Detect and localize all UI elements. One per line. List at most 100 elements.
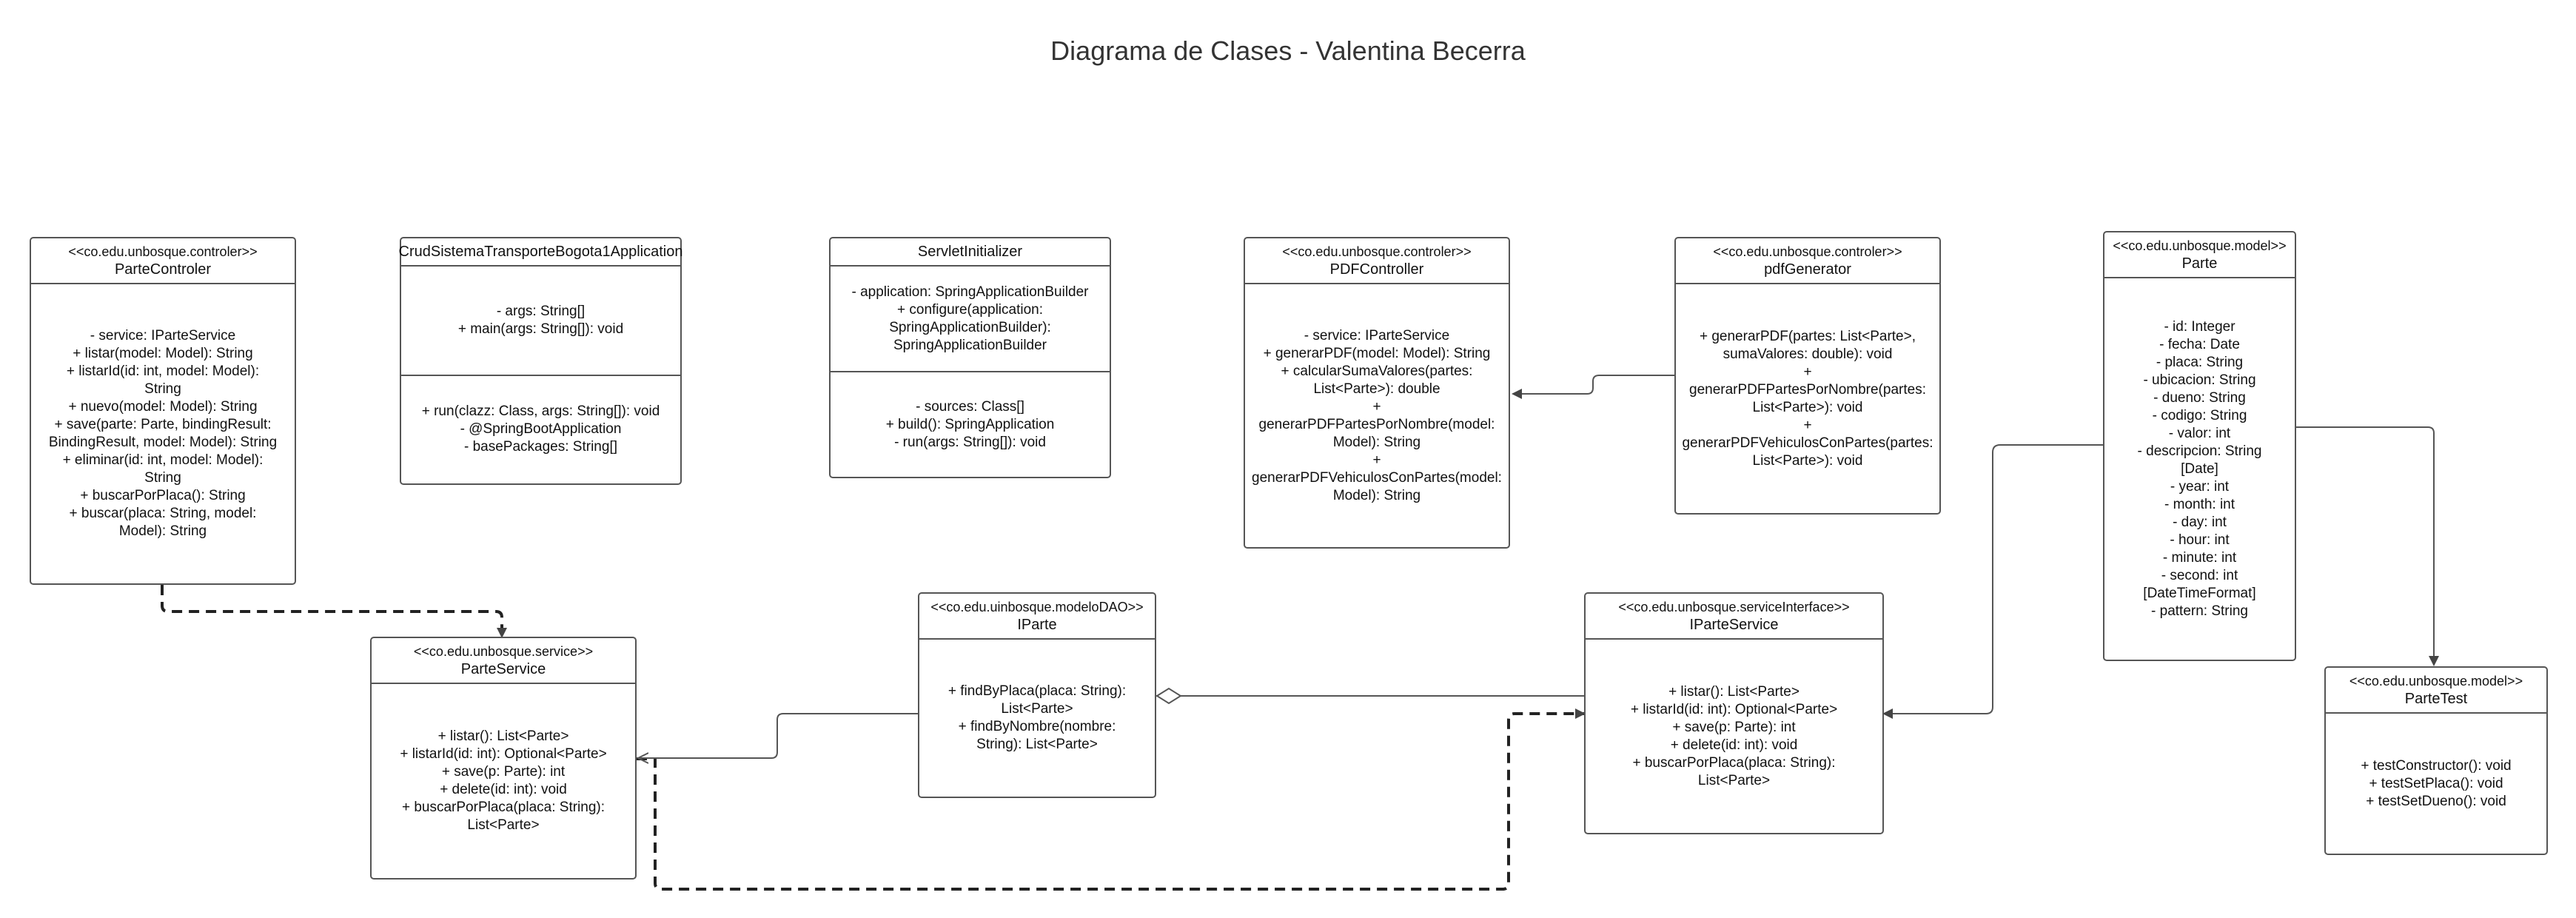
- class-member: + buscarPorPlaca(placa: String): List<Pa…: [401, 800, 606, 833]
- class-member: [Date]: [2181, 460, 2218, 477]
- class-pdf-generator[interactable]: <<co.edu.unbosque.controler>> pdfGenerato…: [1674, 237, 1941, 515]
- class-member: + testSetPlaca(): void: [2369, 775, 2503, 791]
- class-section: - id: Integer- fecha: Date - placa: Strin…: [2104, 278, 2295, 660]
- class-parte-test[interactable]: <<co.edu.unbosque.model>> ParteTest + test…: [2324, 666, 2548, 855]
- class-name: ServletInitializer: [917, 244, 1023, 260]
- class-member: + listarId(id: int): Optional<Parte>: [1630, 701, 1838, 717]
- class-pdf-controller[interactable]: <<co.edu.unbosque.controler>> PDFControll…: [1244, 237, 1510, 549]
- class-member: - @SpringBootApplication: [460, 421, 622, 438]
- class-member: - fecha: Date: [2159, 336, 2240, 352]
- class-header: <<co.edu.unbosque.controler>> pdfGenerato…: [1676, 238, 1939, 284]
- class-member: - sources: Class[]: [916, 398, 1024, 415]
- class-iparte[interactable]: <<co.edu.uinbosque.modeloDAO>>IParte + fi…: [918, 592, 1156, 798]
- class-member: - hour: int: [2170, 532, 2230, 548]
- class-member: - month: int: [2164, 496, 2235, 512]
- class-member: + configure(application: SpringApplicati…: [889, 301, 1051, 353]
- class-stereotype: <<co.edu.unbosque.service>>: [413, 644, 594, 659]
- class-member: + buscarPorPlaca(): String: [80, 488, 246, 503]
- class-member: - id: Integer: [2164, 318, 2235, 335]
- class-name: CrudSistemaTransporteBogota1Application: [398, 244, 683, 260]
- class-section: + generarPDF(partes: List<Parte>, sumaVa…: [1676, 284, 1939, 513]
- class-member: + generarPDF(partes: List<Parte>, sumaVa…: [1699, 328, 1916, 362]
- class-parte[interactable]: <<co.edu.unbosque.model>> Parte - id: Inte…: [2103, 231, 2296, 661]
- class-member: + calcularSumaValores(partes: List<Parte…: [1281, 363, 1473, 397]
- class-name: PDFController: [1329, 261, 1424, 278]
- class-member: - pattern: String: [2151, 603, 2248, 619]
- class-stereotype: <<co.edu.uinbosque.modeloDAO>>: [930, 600, 1144, 614]
- diagram-title: Diagrama de Clases - Valentina Becerra: [1050, 36, 1526, 66]
- realization-service-to-interface: [637, 708, 1586, 891]
- class-member: - descripcion: String: [2137, 443, 2262, 459]
- class-name: IParteService: [1689, 617, 1779, 633]
- association-generator-to-controller: [1512, 375, 1674, 399]
- class-member: - args: String[]: [496, 303, 586, 319]
- class-member: + generarPDFPartesPorNombre(model: Model…: [1258, 398, 1495, 450]
- class-member: + findByNombre(nombre: String): List<Par…: [958, 719, 1116, 752]
- class-header: <<co.edu.unbosque.controler>> PDFControll…: [1245, 238, 1509, 284]
- class-header: ServletInitializer: [831, 238, 1110, 267]
- class-member: + nuevo(model: Model): String: [68, 399, 258, 415]
- class-member: + main(args: String[]): void: [457, 321, 624, 337]
- class-name: ParteControler: [114, 261, 212, 278]
- class-member: + generarPDFPartesPorNombre(partes: List…: [1689, 363, 1926, 415]
- class-servlet-initializer[interactable]: ServletInitializer - application: SpringA…: [829, 237, 1111, 478]
- class-member: + save(parte: Parte, bindingResult: Bind…: [48, 417, 278, 450]
- class-header: <<co.edu.unbosque.service>> ParteService: [372, 638, 635, 684]
- class-member: - placa: String: [2156, 354, 2244, 370]
- class-parte-controler[interactable]: <<co.edu.unbosque.controler>> ParteContro…: [30, 237, 296, 585]
- dependency-controller-to-service: [161, 585, 507, 638]
- class-member: + listar(): List<Parte>: [1668, 683, 1799, 700]
- class-stereotype: <<co.edu.unbosque.model>>: [2349, 674, 2523, 688]
- class-stereotype: <<co.edu.unbosque.controler>>: [1713, 244, 1902, 259]
- class-member: + testConstructor(): void: [2361, 757, 2512, 774]
- class-member: + eliminar(id: int, model: Model): Strin…: [62, 452, 264, 486]
- class-member: + generarPDF(model: Model): String: [1263, 345, 1491, 361]
- association-iparte-to-service: [638, 713, 918, 758]
- class-stereotype: <<co.edu.unbosque.controler>>: [68, 244, 258, 259]
- class-name: pdfGenerator: [1764, 261, 1851, 278]
- class-parte-service[interactable]: <<co.edu.unbosque.service>> ParteService +…: [370, 637, 637, 880]
- class-member: + listar(model: Model): String: [73, 346, 253, 361]
- class-section: + findByPlaca(placa: String): List<Parte…: [919, 640, 1155, 797]
- class-name: Parte: [2181, 255, 2218, 272]
- class-member: - application: SpringApplicationBuilder: [851, 284, 1089, 300]
- class-section: - sources: Class[]+ build(): SpringAppli…: [831, 371, 1110, 477]
- class-section: - service: IParteService + listar(model: …: [31, 284, 295, 583]
- class-member: - day: int: [2173, 514, 2227, 530]
- class-crud-application[interactable]: CrudSistemaTransporteBogota1Application -…: [398, 237, 683, 485]
- class-section: + listar(): List<Parte>+ listarId(id: in…: [1586, 640, 1882, 833]
- class-name: ParteService: [460, 661, 546, 677]
- class-member: + generarPDFVehiculosConPartes(model: Mo…: [1252, 452, 1502, 503]
- class-member: + save(p: Parte): int: [1672, 719, 1796, 735]
- class-member: + findByPlaca(placa: String): List<Parte…: [947, 683, 1127, 717]
- class-section: + run(clazz: Class, args: String[]): voi…: [401, 374, 680, 484]
- class-member: - basePackages: String[]: [464, 439, 617, 455]
- class-section: - args: String[] + main(args: String[]): …: [401, 267, 680, 375]
- association-parte-to-iparteservice: [1882, 444, 2103, 719]
- class-member: - service: IParteService: [90, 328, 236, 344]
- class-member: - codigo: String: [2152, 407, 2247, 423]
- class-header: <<co.edu.unbosque.serviceInterface>> IPar…: [1586, 594, 1882, 640]
- class-member: + listar(): List<Parte>: [437, 728, 569, 744]
- class-member: - dueno: String: [2153, 389, 2246, 406]
- class-member: + buscarPorPlaca(placa: String): List<Pa…: [1632, 754, 1836, 788]
- class-member: + save(p: Parte): int: [441, 764, 566, 780]
- class-stereotype: <<co.edu.unbosque.serviceInterface>>: [1618, 600, 1850, 614]
- class-name: ParteTest: [2404, 691, 2468, 707]
- class-member: + build(): SpringApplication: [885, 416, 1055, 432]
- class-member: - ubicacion: String: [2143, 372, 2256, 388]
- class-member: - year: int: [2170, 478, 2230, 495]
- class-member: + generarPDFVehiculosConPartes(partes: L…: [1682, 417, 1933, 469]
- class-section: + listar(): List<Parte>+ listarId(id: in…: [372, 684, 635, 878]
- class-section: - application: SpringApplicationBuilder+…: [831, 267, 1110, 371]
- class-header: <<co.edu.uinbosque.modeloDAO>>IParte: [919, 594, 1155, 640]
- class-iparte-service[interactable]: <<co.edu.unbosque.serviceInterface>> IPar…: [1584, 592, 1884, 834]
- class-stereotype: <<co.edu.unbosque.model>>: [2113, 238, 2287, 253]
- class-member: + buscar(placa: String, model: Model): S…: [69, 506, 257, 539]
- class-member: + delete(id: int): void: [440, 782, 567, 797]
- class-member: + testSetDueno(): void: [2366, 793, 2506, 809]
- class-section: - service: IParteService+ generarPDF(mod…: [1245, 284, 1509, 547]
- class-stereotype: <<co.edu.unbosque.controler>>: [1282, 244, 1472, 259]
- class-header: CrudSistemaTransporteBogota1Application: [398, 238, 683, 267]
